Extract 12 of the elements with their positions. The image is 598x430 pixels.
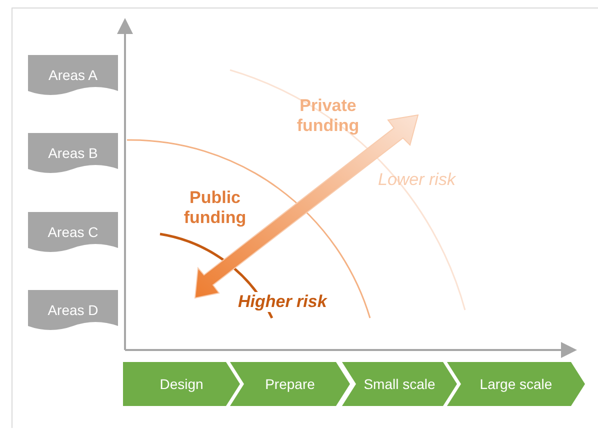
funding-label: Private funding [296,96,360,137]
risk-label: Lower risk [378,170,457,190]
funding-label: Public funding [182,188,248,229]
document-shape: Areas B [28,133,118,173]
chevron-step: Small scale [342,362,457,406]
risk-label: Higher risk [236,292,329,312]
chevron-step: Large scale [447,362,585,406]
document-shape: Areas C [28,212,118,252]
document-shape: Areas A [28,55,118,95]
chevron-step: Prepare [230,362,350,406]
document-shape: Areas D [28,290,118,330]
chevron-step: Design [123,362,240,406]
